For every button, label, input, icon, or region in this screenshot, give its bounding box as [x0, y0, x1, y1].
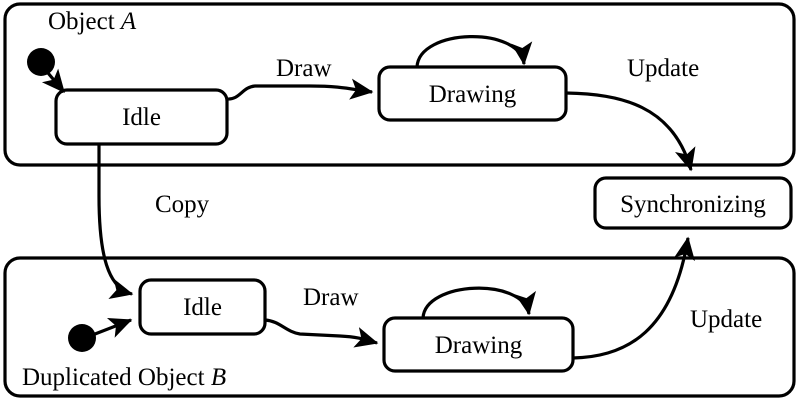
region-a-title-text: Object	[48, 8, 121, 35]
state-box-synchronizing[interactable]	[593, 176, 793, 230]
state-label-synchronizing: Synchronizing	[620, 191, 766, 218]
region-a-title: Object A	[48, 9, 136, 34]
state-label-a-drawing: Drawing	[428, 81, 517, 108]
transition-label-draw-bottom: Draw	[303, 284, 359, 311]
transition-a-update	[565, 91, 696, 172]
state-box-b-idle[interactable]	[138, 278, 267, 336]
transition-b-draw	[264, 318, 379, 348]
initial-state-dot-b	[68, 324, 96, 352]
transition-copy	[97, 144, 134, 300]
region-b-title: Duplicated Object B	[22, 365, 226, 390]
state-box-a-idle[interactable]	[54, 88, 229, 146]
transition-initial-b	[94, 317, 133, 338]
transition-a-self-loop	[415, 35, 533, 68]
state-label-b-idle: Idle	[183, 294, 222, 321]
initial-state-dot-a	[27, 48, 55, 76]
transition-b-update	[572, 236, 695, 360]
state-label-a-idle: Idle	[122, 104, 161, 131]
transition-b-self-loop	[421, 286, 536, 319]
state-label-b-drawing: Drawing	[434, 332, 523, 359]
region-b-title-italic: B	[210, 364, 227, 391]
state-box-b-drawing[interactable]	[382, 316, 575, 373]
transition-a-draw	[226, 78, 374, 101]
transition-label-copy: Copy	[155, 191, 210, 218]
transition-label-update-top: Update	[627, 55, 700, 82]
transition-label-update-bottom: Update	[690, 306, 763, 333]
transition-initial-a	[41, 68, 66, 94]
region-a-title-italic: A	[120, 8, 137, 35]
region-b-title-text: Duplicated Object	[22, 364, 211, 391]
transition-label-draw-top: Draw	[276, 55, 332, 82]
